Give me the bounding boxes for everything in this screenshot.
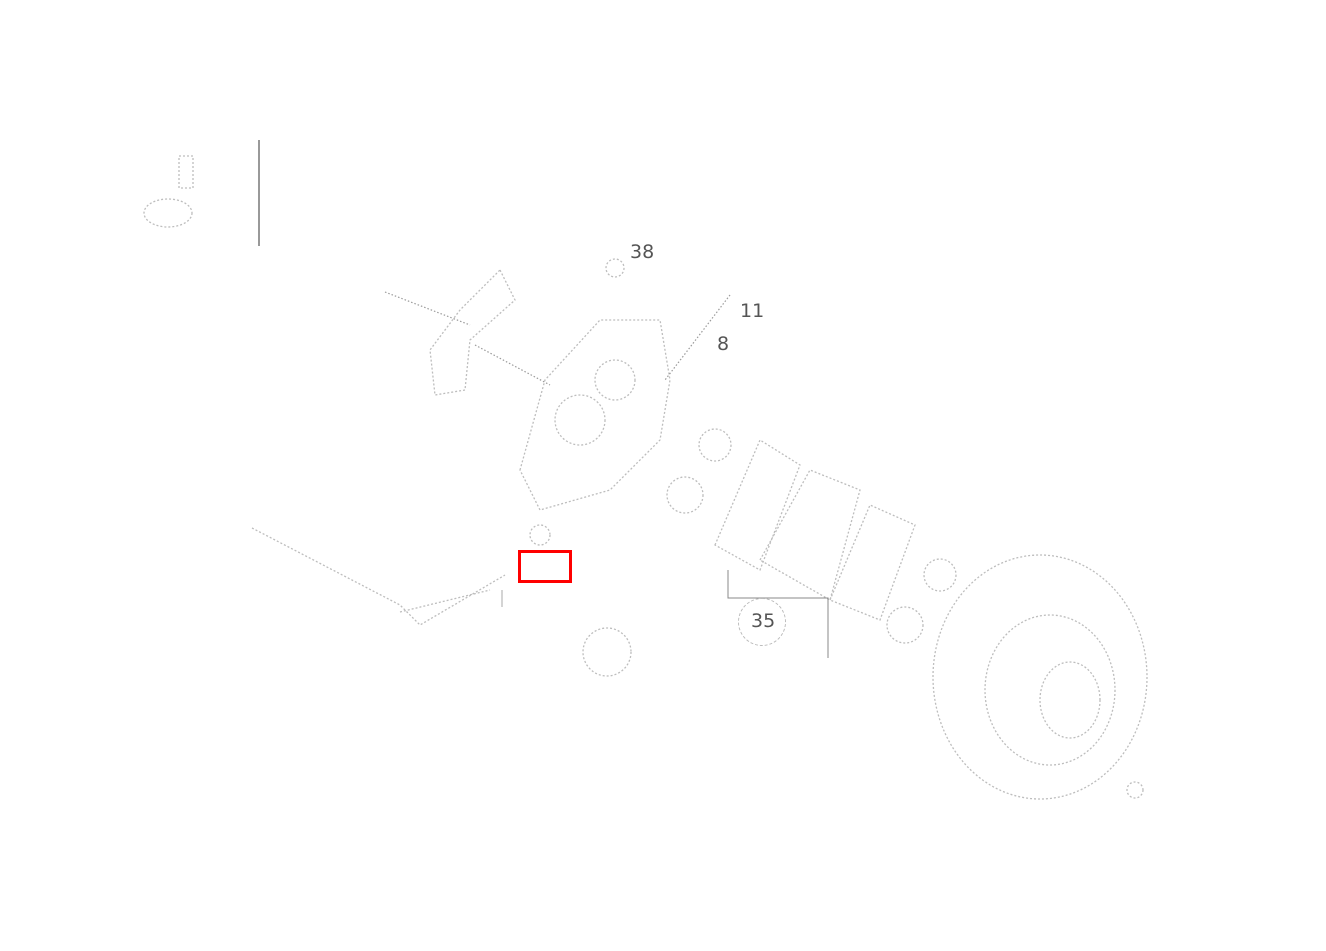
brake-pads — [714, 439, 916, 658]
caliper-bolt — [384, 291, 471, 326]
label-35-circle — [738, 598, 786, 646]
highlight-box — [518, 550, 572, 583]
label-8[interactable]: 8 — [717, 333, 730, 355]
legend-nut-icon — [143, 198, 193, 228]
label-11[interactable]: 11 — [740, 300, 765, 322]
seals — [582, 428, 957, 677]
legend-bolt-icon — [178, 155, 194, 189]
label-35[interactable]: 35 — [751, 610, 776, 632]
caliper-body — [519, 319, 671, 511]
leader-line — [474, 344, 551, 386]
bleed-screw — [664, 294, 731, 381]
part-38-clip — [605, 258, 625, 278]
wear-sensor-cable — [251, 527, 506, 626]
part-clip — [529, 524, 551, 546]
disc-screw — [1126, 781, 1144, 799]
bracket — [429, 268, 516, 396]
brake-disc — [932, 554, 1148, 800]
label-38[interactable]: 38 — [630, 241, 655, 263]
